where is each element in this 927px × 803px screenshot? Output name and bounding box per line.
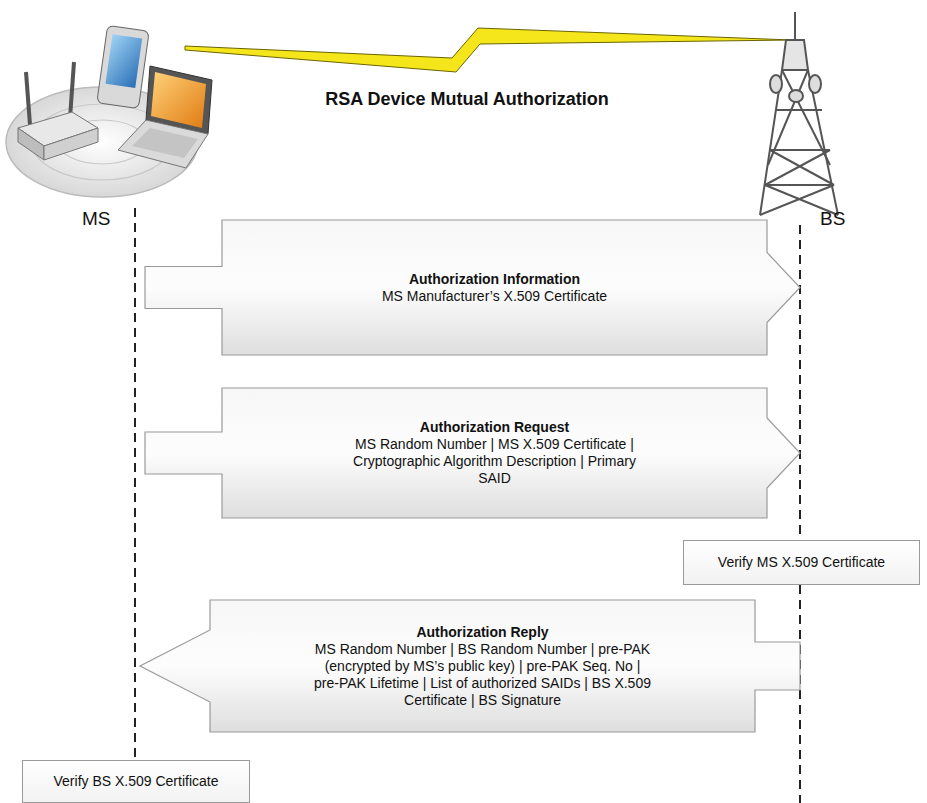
text-wrap: Authorization RequestMS Random Number | …: [335, 413, 655, 493]
text-wrap: Authorization ReplyMS Random Number | BS…: [303, 618, 663, 715]
process-box: Verify MS X.509 Certificate: [683, 540, 920, 585]
diagram-title: RSA Device Mutual Authorization: [0, 88, 927, 110]
text-area: Verify MS X.509 Certificate: [684, 541, 919, 584]
text-area: Authorization ReplyMS Random Number | BS…: [210, 600, 755, 732]
message-content: MS Random Number | MS X.509 Certificate …: [345, 436, 645, 487]
arrow-shape: [140, 600, 800, 732]
bs-tower: [760, 12, 838, 215]
ms-lifeline: [134, 208, 136, 803]
text-area: Authorization RequestMS Random Number | …: [222, 388, 767, 518]
text-area: Verify BS X.509 Certificate: [23, 761, 249, 802]
text-wrap: Authorization InformationMS Manufacturer…: [372, 265, 617, 311]
lifeline-label: MS: [82, 208, 111, 230]
message-content: MS Random Number | BS Random Number | pr…: [313, 641, 653, 709]
text-wrap: Verify BS X.509 Certificate: [44, 767, 229, 796]
text-area: Authorization InformationMS Manufacturer…: [222, 220, 767, 355]
lifeline-label: BS: [820, 208, 845, 230]
message-name: Authorization Reply: [313, 624, 653, 641]
bs-lifeline: [799, 225, 801, 803]
wireless-bolt: [185, 28, 792, 72]
process-box: Verify BS X.509 Certificate: [22, 760, 250, 803]
arrow-shape: [145, 388, 800, 518]
message-content: Verify MS X.509 Certificate: [718, 554, 885, 571]
ms-devices: [6, 25, 212, 197]
message-arrow: Authorization InformationMS Manufacturer…: [145, 220, 800, 355]
message-name: Authorization Information: [382, 271, 607, 288]
arrow-shape: [145, 220, 800, 355]
message-content: Verify BS X.509 Certificate: [54, 773, 219, 790]
text-wrap: Verify MS X.509 Certificate: [708, 548, 895, 577]
message-arrow: Authorization ReplyMS Random Number | BS…: [140, 600, 800, 732]
message-content: MS Manufacturer’s X.509 Certificate: [382, 288, 607, 305]
message-name: Authorization Request: [345, 419, 645, 436]
message-arrow: Authorization RequestMS Random Number | …: [145, 388, 800, 518]
